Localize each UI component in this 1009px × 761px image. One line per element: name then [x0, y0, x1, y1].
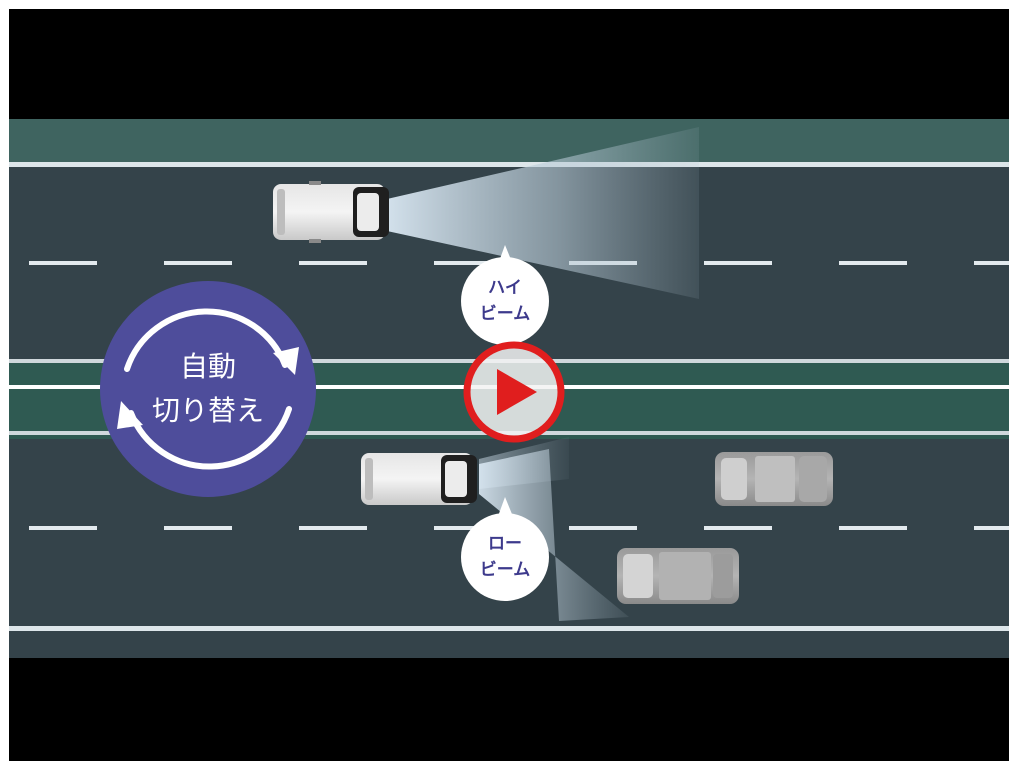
- low-beam-label: ロー ビーム: [445, 531, 565, 583]
- low-beam-label-line2: ビーム: [445, 557, 565, 583]
- auto-switch-label-line2: 切り替え: [108, 389, 308, 433]
- upper-verge: [9, 119, 1009, 165]
- low-beam-label-line1: ロー: [445, 531, 565, 557]
- car-low-beam: [361, 453, 477, 505]
- play-button[interactable]: [461, 339, 567, 445]
- video-frame[interactable]: ハイ ビーム ロー ビーム 自動 切り替え: [9, 9, 1009, 761]
- high-beam-label-line2: ビーム: [445, 301, 565, 327]
- edge-line-top: [9, 162, 1009, 167]
- high-beam-label-line1: ハイ: [445, 275, 565, 301]
- edge-line-bottom: [9, 626, 1009, 631]
- high-beam-label: ハイ ビーム: [445, 275, 565, 327]
- car-high-beam: [273, 181, 389, 243]
- auto-switch-label: 自動 切り替え: [108, 345, 308, 433]
- auto-switch-label-line1: 自動: [108, 345, 308, 389]
- car-oncoming-near: [617, 548, 739, 604]
- car-oncoming-far: [715, 452, 833, 506]
